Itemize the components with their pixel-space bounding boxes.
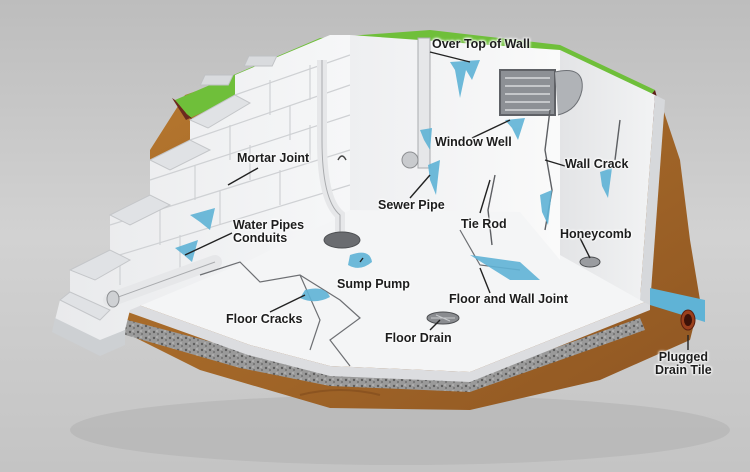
label-floor-and-wall-joint: Floor and Wall Joint (449, 292, 568, 306)
ground-shadow (70, 395, 730, 465)
window-well (499, 69, 583, 116)
label-water-pipes: Water Pipes Conduits (233, 219, 304, 245)
label-honeycomb: Honeycomb (560, 227, 632, 241)
label-wall-crack: Wall Crack (565, 157, 629, 171)
label-sewer-pipe: Sewer Pipe (378, 198, 445, 212)
left-wall (55, 35, 350, 342)
label-water-pipes-line1: Water Pipes (233, 218, 305, 232)
label-water-pipes-line2: Conduits (233, 231, 288, 245)
label-mortar-joint: Mortar Joint (237, 151, 310, 165)
label-plugged-drain-tile: Plugged Drain Tile (655, 351, 712, 377)
label-floor-cracks: Floor Cracks (226, 312, 303, 326)
leader-lines (184, 51, 689, 350)
plugged-drain-tile (650, 288, 705, 331)
sump-pit (323, 231, 361, 249)
block-lines (69, 54, 351, 285)
horizontal-conduit (103, 255, 222, 308)
label-window-well: Window Well (435, 135, 512, 149)
gravel-bed (115, 318, 645, 392)
label-floor-drain: Floor Drain (385, 331, 452, 345)
label-plugged-line2: Drain Tile (655, 363, 712, 377)
honeycomb-spot (579, 256, 601, 268)
label-tie-rod: Tie Rod (461, 217, 507, 231)
water-stains (175, 60, 612, 302)
block-tops (199, 55, 278, 86)
label-plugged-line1: Plugged (658, 350, 709, 364)
water-pipe (317, 60, 347, 235)
label-sump-pump: Sump Pump (337, 277, 410, 291)
label-over-top-of-wall: Over Top of Wall (432, 37, 530, 51)
